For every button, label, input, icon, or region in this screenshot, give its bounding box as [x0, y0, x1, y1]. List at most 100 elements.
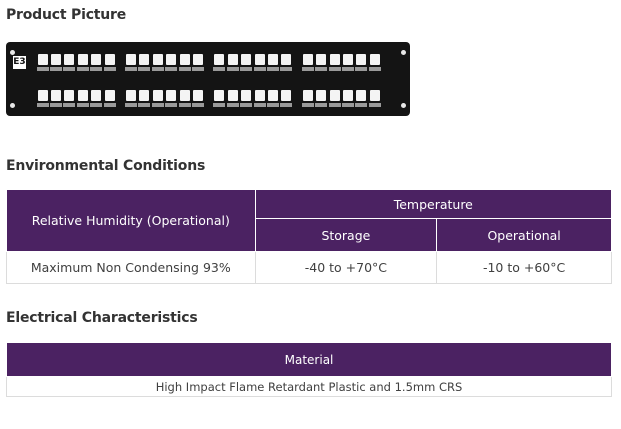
port-label-strip	[90, 67, 103, 71]
port-label-strip	[253, 67, 266, 71]
port-opening	[104, 54, 115, 65]
port-opening	[227, 90, 238, 101]
port-group	[36, 90, 116, 107]
header-relative-humidity: Relative Humidity (Operational)	[6, 189, 256, 252]
keystone-port	[90, 54, 103, 71]
port-opening	[152, 90, 163, 101]
keystone-port	[124, 90, 138, 107]
port-opening	[166, 54, 177, 65]
keystone-port	[341, 54, 354, 71]
port-label-strip	[280, 67, 293, 71]
port-opening	[241, 54, 252, 65]
port-opening	[356, 90, 367, 101]
keystone-port	[239, 90, 253, 107]
environmental-conditions-table: Relative Humidity (Operational) Temperat…	[6, 189, 613, 284]
environmental-conditions-heading: Environmental Conditions	[6, 158, 206, 174]
port-label-strip	[103, 103, 116, 107]
port-label-strip	[328, 103, 341, 107]
port-opening	[302, 90, 313, 101]
port-label-strip	[138, 67, 151, 71]
port-label-strip	[125, 67, 138, 71]
keystone-port	[63, 90, 76, 107]
keystone-port	[103, 90, 116, 107]
keystone-port	[368, 54, 381, 71]
port-label-strip	[165, 67, 178, 71]
port-label-strip	[76, 67, 89, 71]
port-opening	[316, 54, 327, 65]
port-label-strip	[315, 67, 328, 71]
brand-logo: E3	[13, 56, 26, 69]
keystone-port	[63, 54, 76, 71]
port-label-strip	[328, 67, 341, 71]
port-label-strip	[355, 67, 368, 71]
keystone-port	[266, 54, 279, 71]
port-opening	[37, 90, 48, 101]
keystone-port	[328, 54, 341, 71]
port-opening	[37, 54, 48, 65]
keystone-port	[178, 90, 191, 107]
port-opening	[64, 54, 75, 65]
port-opening	[214, 54, 225, 65]
port-opening	[254, 90, 265, 101]
keystone-port	[266, 90, 279, 107]
port-label-strip	[151, 67, 164, 71]
port-opening	[329, 54, 340, 65]
keystone-port	[355, 54, 368, 71]
port-opening	[342, 90, 353, 101]
keystone-port	[213, 90, 226, 107]
keystone-port	[151, 90, 164, 107]
port-label-strip	[50, 67, 63, 71]
port-group	[213, 54, 293, 71]
port-label-strip	[213, 103, 226, 107]
keystone-port	[90, 90, 103, 107]
port-label-strip	[63, 67, 76, 71]
header-operational: Operational	[436, 218, 612, 252]
port-label-strip	[368, 67, 381, 71]
keystone-port	[253, 54, 266, 71]
port-label-strip	[138, 103, 151, 107]
port-opening	[267, 90, 278, 101]
port-opening	[356, 54, 367, 65]
port-label-strip	[301, 67, 314, 71]
port-label-strip	[90, 103, 103, 107]
header-material: Material	[6, 342, 612, 377]
port-opening	[77, 54, 88, 65]
port-group	[36, 54, 116, 71]
port-label-strip	[355, 103, 368, 107]
keystone-port	[213, 54, 226, 71]
port-opening	[152, 54, 163, 65]
port-opening	[179, 54, 190, 65]
port-label-strip	[226, 103, 239, 107]
keystone-port	[301, 54, 314, 71]
keystone-port	[49, 54, 63, 71]
cell-humidity: Maximum Non Condensing 93%	[6, 251, 256, 284]
cell-storage: -40 to +70°C	[254, 251, 438, 284]
keystone-port	[138, 90, 151, 107]
port-opening	[77, 90, 88, 101]
port-label-strip	[36, 103, 49, 107]
keystone-port	[124, 54, 138, 71]
port-opening	[192, 54, 203, 65]
port-label-strip	[226, 67, 239, 71]
mounting-hole-icon	[401, 103, 406, 108]
cell-material: High Impact Flame Retardant Plastic and …	[6, 376, 612, 397]
port-label-strip	[266, 67, 279, 71]
port-opening	[51, 90, 62, 101]
keystone-port	[103, 54, 116, 71]
keystone-port	[280, 90, 293, 107]
port-label-strip	[315, 103, 328, 107]
port-label-strip	[253, 103, 266, 107]
port-opening	[329, 90, 340, 101]
port-label-strip	[50, 103, 63, 107]
keystone-port	[314, 54, 328, 71]
port-opening	[316, 90, 327, 101]
mounting-hole-icon	[10, 50, 15, 55]
port-opening	[91, 90, 102, 101]
port-label-strip	[103, 67, 116, 71]
port-group	[301, 54, 381, 71]
keystone-port	[280, 54, 293, 71]
port-label-strip	[178, 103, 191, 107]
port-opening	[214, 90, 225, 101]
keystone-port	[314, 90, 328, 107]
table-row: Maximum Non Condensing 93% -40 to +70°C …	[6, 251, 612, 284]
